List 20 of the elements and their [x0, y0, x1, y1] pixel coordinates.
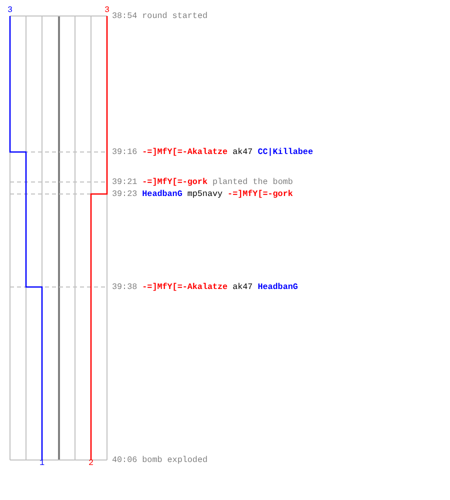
player-name: -=]MfY[=-Akalatze [142, 282, 228, 292]
player-name: -=]MfY[=-gork [142, 177, 208, 187]
team-count: 3 [7, 6, 13, 15]
event-text: 38:54 round started [112, 11, 208, 21]
player-name: -=]MfY[=-Akalatze [142, 147, 228, 157]
weapon-name: ak47 [232, 147, 253, 157]
weapon-name: ak47 [232, 282, 253, 292]
weapon-name: mp5navy [187, 189, 223, 199]
timestamp: 39:38 [112, 282, 138, 292]
team-count: 3 [104, 6, 110, 15]
player-name: CC|Killabee [258, 147, 313, 157]
player-name: HeadbanG [258, 282, 298, 292]
timestamp: 39:23 [112, 189, 138, 199]
team-count: 1 [39, 459, 45, 468]
timestamp: 39:21 [112, 177, 138, 187]
timestamp: 39:16 [112, 147, 138, 157]
player-name: HeadbanG [142, 189, 182, 199]
event-text: planted the bomb [212, 177, 293, 187]
event-text: 40:06 bomb exploded [112, 455, 208, 465]
player-name: -=]MfY[=-gork [228, 189, 293, 199]
